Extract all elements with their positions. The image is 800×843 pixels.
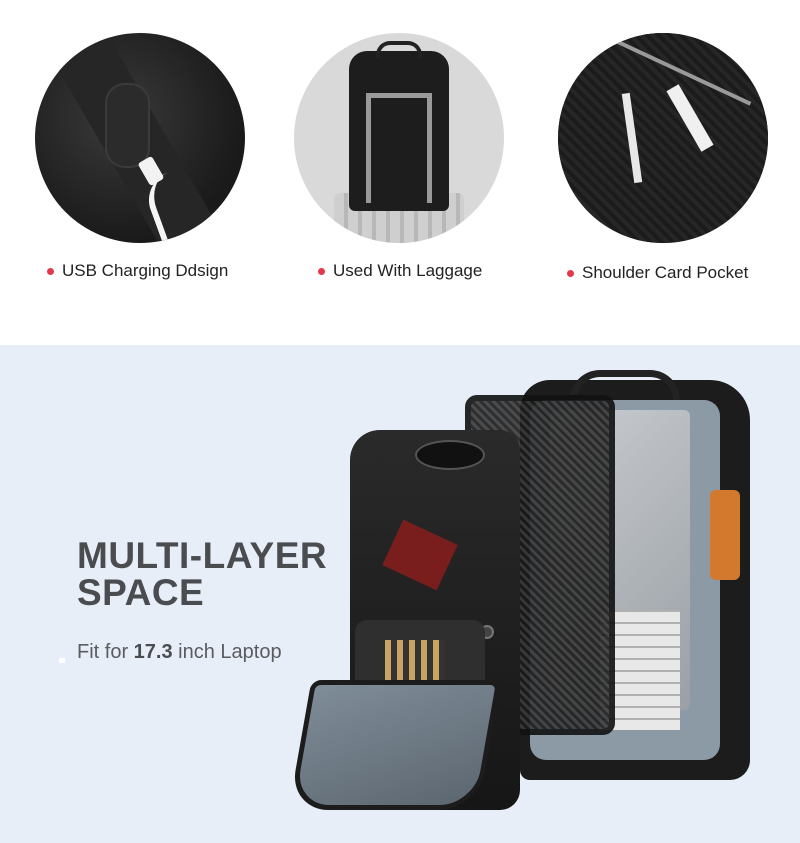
feature-label-card-pocket: Shoulder Card Pocket (567, 261, 748, 285)
backpack-shape (349, 51, 449, 211)
feature-label-luggage: Used With Laggage (318, 259, 482, 283)
card-pocket-image (558, 33, 768, 243)
handle-shape (376, 41, 422, 59)
usb-charging-image (35, 33, 245, 243)
bullet-icon (47, 267, 54, 275)
bullet-icon (567, 269, 574, 277)
feature-label-usb: USB Charging Ddsign (47, 259, 228, 283)
feature-text: Used With Laggage (333, 261, 483, 280)
top-handle (570, 370, 680, 410)
bullet-icon (318, 267, 325, 275)
hero-headline: MULTI-LAYER SPACE (77, 537, 327, 611)
subtitle-suffix: inch Laptop (172, 641, 282, 663)
laptop-size: 17.3 (133, 641, 173, 663)
sunglasses-shape (415, 440, 485, 470)
feature-text: Shoulder Card Pocket (582, 263, 749, 282)
luggage-image (294, 33, 504, 243)
headline-line-1: MULTI-LAYER (77, 535, 328, 576)
subtitle-prefix: Fit for (77, 641, 134, 663)
trolley-handle-shape (366, 93, 432, 203)
headline-line-2: SPACE (77, 572, 205, 613)
backpack-image (288, 370, 770, 830)
mesh-texture (558, 33, 768, 243)
notebook-shape (710, 490, 740, 580)
decorative-mark (59, 658, 65, 663)
feature-section: USB Charging Ddsign Used With Laggage Sh… (0, 0, 800, 345)
front-flap (288, 680, 502, 810)
hero-subtitle: Fit for 17.3 inch Laptop (77, 641, 282, 664)
feature-text: USB Charging Ddsign (62, 261, 229, 280)
usb-port-icon (105, 83, 150, 168)
